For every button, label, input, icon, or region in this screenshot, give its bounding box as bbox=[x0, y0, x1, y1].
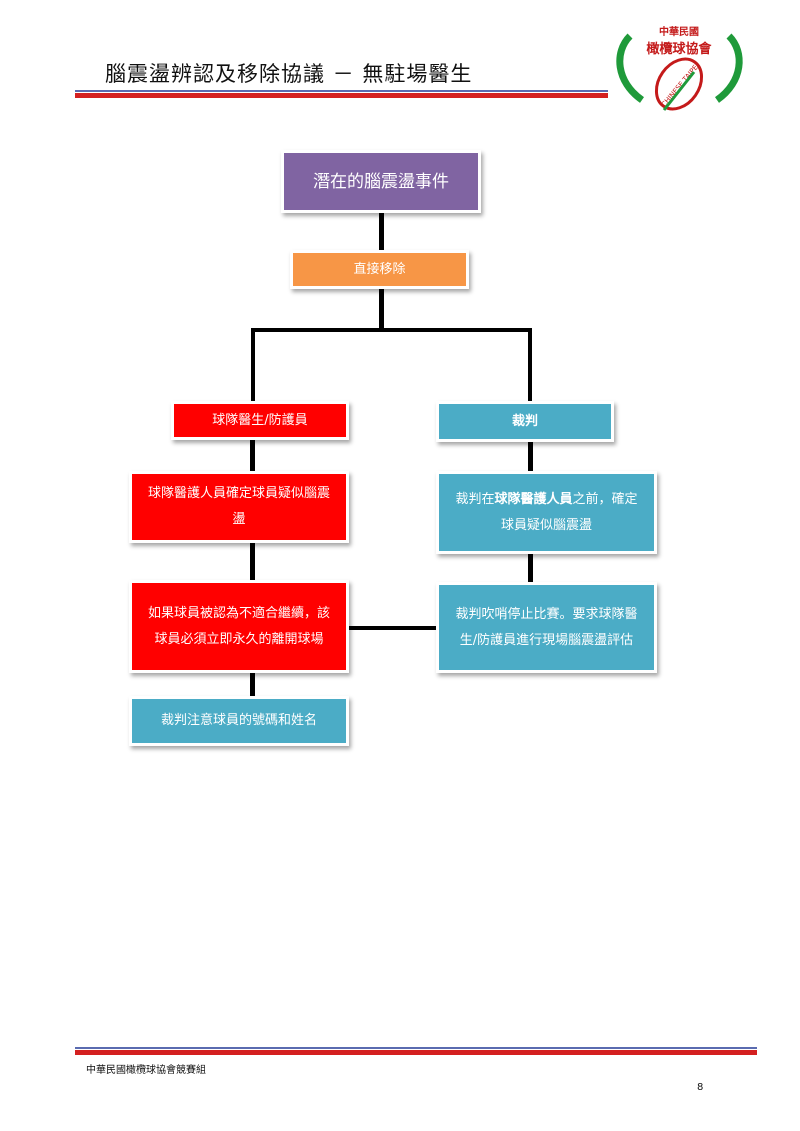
connector bbox=[379, 211, 384, 253]
connector bbox=[379, 287, 384, 331]
right-step-1-a: 裁判在 bbox=[455, 491, 495, 507]
right-step-1-c: 之前，確定球員疑似腦震盪 bbox=[500, 491, 638, 533]
connector bbox=[250, 438, 255, 474]
connector bbox=[250, 541, 255, 583]
left-step-2: 如果球員被認為不適合繼續，該球員必須立即永久的離開球場 bbox=[129, 580, 349, 673]
svg-text:橄欖球協會: 橄欖球協會 bbox=[646, 41, 712, 57]
connector bbox=[347, 626, 438, 630]
right-step-1-b: 球隊醫護人員 bbox=[494, 491, 573, 507]
connector bbox=[250, 671, 255, 699]
left-step-3: 裁判注意球員的號碼和姓名 bbox=[129, 696, 349, 746]
start-box: 潛在的腦震盪事件 bbox=[281, 150, 481, 213]
page-number: 8 bbox=[697, 1082, 704, 1093]
team-doctor-box: 球隊醫生/防護員 bbox=[171, 401, 349, 440]
connector bbox=[251, 328, 532, 332]
page-title: 腦震盪辨認及移除協議 － 無駐場醫生 bbox=[105, 62, 473, 86]
referee-box: 裁判 bbox=[436, 401, 614, 442]
footer-rule-red bbox=[75, 1050, 757, 1055]
right-step-2: 裁判吹哨停止比賽。要求球隊醫生/防護員進行現場腦震盪評估 bbox=[436, 582, 657, 673]
connector bbox=[528, 328, 532, 404]
connector bbox=[528, 552, 533, 585]
connector bbox=[528, 440, 533, 474]
association-logo: 中華民國 橄欖球協會 CHINESE TAIPEI bbox=[616, 25, 743, 111]
right-step-1: 裁判在球隊醫護人員之前，確定球員疑似腦震盪 bbox=[436, 471, 657, 554]
footer-org: 中華民國橄欖球協會競賽組 bbox=[86, 1065, 206, 1076]
svg-text:中華民國: 中華民國 bbox=[659, 25, 699, 38]
header-rule-blue bbox=[75, 90, 608, 92]
footer-rule-blue bbox=[75, 1047, 757, 1049]
header-rule-red bbox=[75, 93, 608, 98]
remove-box: 直接移除 bbox=[290, 250, 469, 289]
connector bbox=[251, 328, 255, 404]
left-step-1: 球隊醫護人員確定球員疑似腦震盪 bbox=[129, 471, 349, 543]
